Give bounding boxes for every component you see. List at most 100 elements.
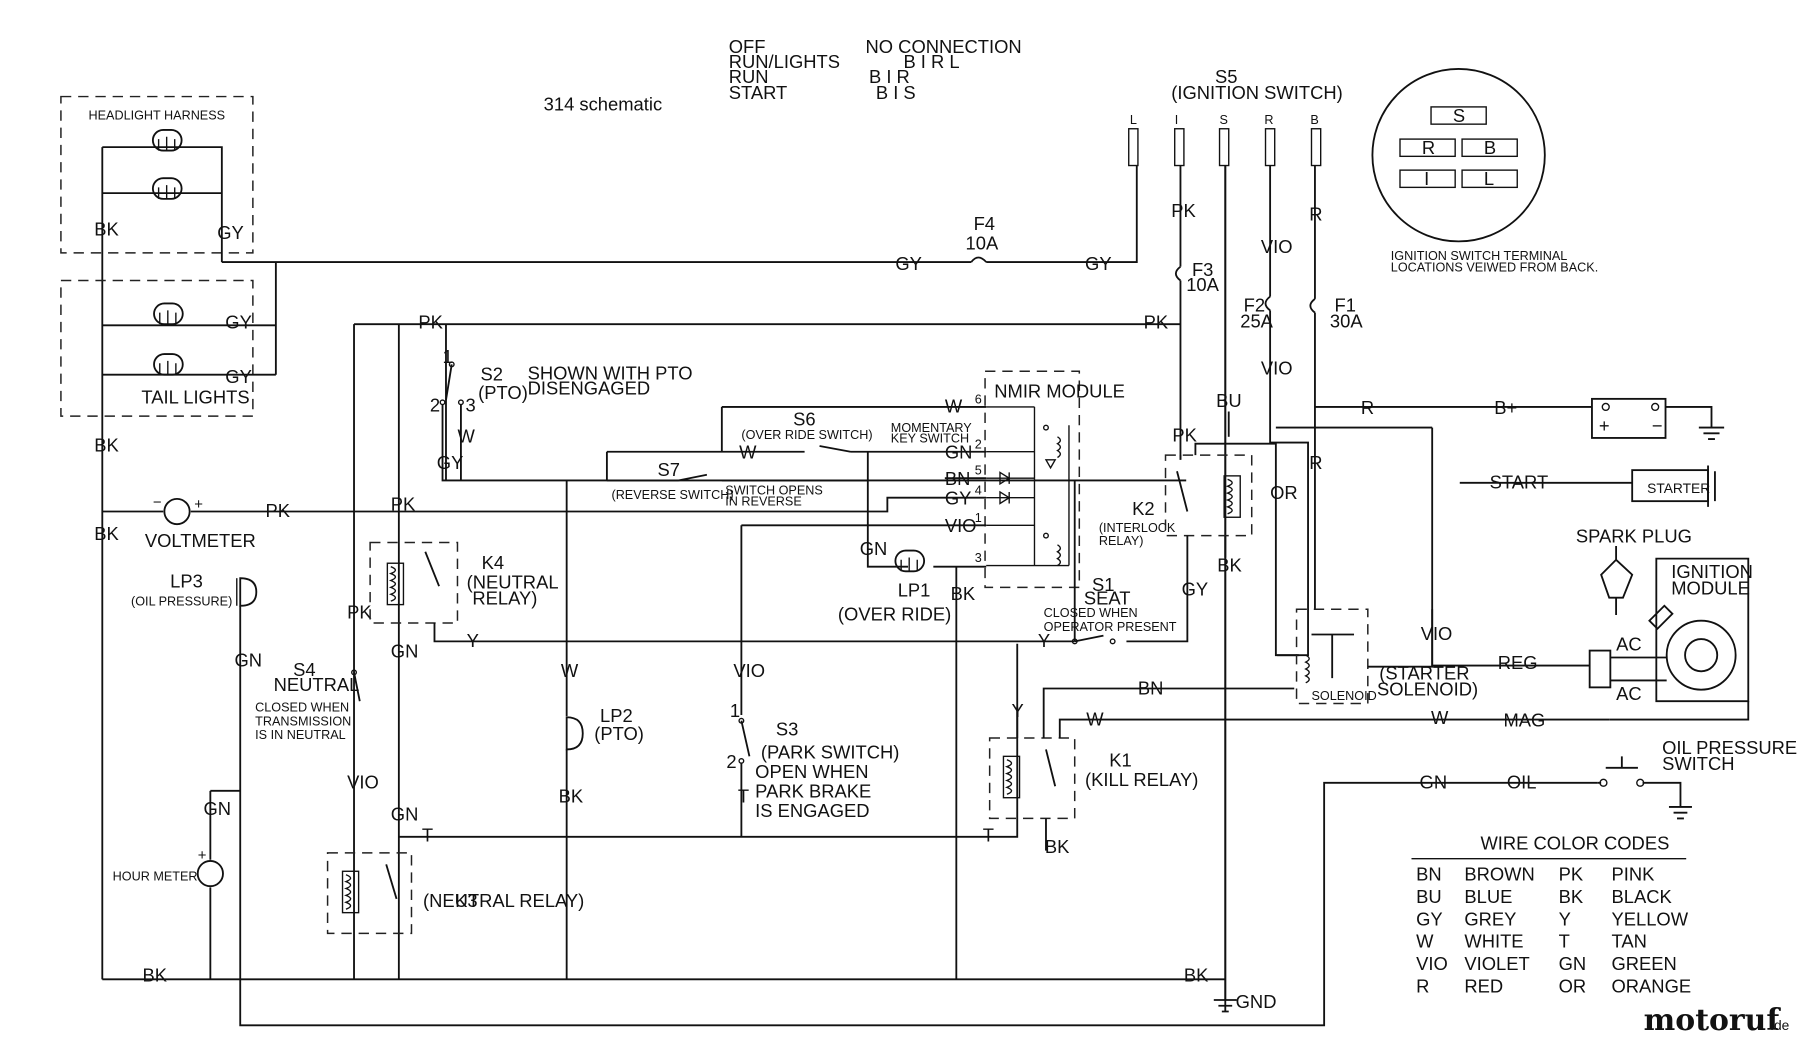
legend-code: BN — [1416, 863, 1442, 884]
headlight-harness-label: HEADLIGHT HARNESS — [89, 109, 226, 123]
s2-pto-switch: 1 2 3 S2 (PTO) SHOWN WITH PTO DISENGAGED… — [430, 346, 1187, 482]
back-b: B — [1484, 137, 1496, 158]
k1-bn-label: BN — [1138, 677, 1164, 698]
legend-color-name: ORANGE — [1611, 976, 1691, 997]
oil-gn-label: GN — [1420, 772, 1448, 793]
reg-label: REG — [1498, 652, 1538, 673]
gy-label-f4-left: GY — [895, 253, 922, 274]
legend-code: BU — [1416, 886, 1442, 907]
s2-w-label: W — [457, 426, 475, 447]
s4-note-1: CLOSED WHEN — [255, 701, 349, 715]
back-view-outline — [1371, 68, 1546, 243]
terminal-r-label: R — [1264, 113, 1273, 127]
back-i: I — [1424, 168, 1429, 189]
svg-text:−: − — [153, 494, 162, 511]
k1-name: (KILL RELAY) — [1085, 769, 1198, 790]
lp1-override-lamp: GN LP1 (OVER RIDE) — [838, 538, 951, 625]
nmir-pin-6: 6 — [975, 392, 982, 406]
oil-switch-1: OIL PRESSURE — [1662, 737, 1797, 758]
f1-rating: 30A — [1330, 311, 1363, 332]
b-r-label: R — [1309, 204, 1322, 225]
watermark-logo: motoruf .de — [1644, 1003, 1790, 1038]
f1-ref: F1 — [1334, 295, 1355, 316]
s4-name: NEUTRAL — [274, 674, 360, 695]
momentary-1: MOMENTARY — [891, 421, 972, 435]
headlight-harness-box — [60, 95, 254, 254]
starter: STARTER START — [1459, 465, 1716, 507]
s7-note-2: IN REVERSE — [725, 495, 801, 509]
oil-label: OIL — [1507, 772, 1537, 793]
k2-box — [1164, 454, 1253, 537]
start-label: START — [1490, 472, 1549, 493]
k4-box — [369, 541, 459, 624]
legend-code: Y — [1559, 908, 1571, 929]
nmir-gy-label: GY — [945, 488, 972, 509]
bk-label-left-2: BK — [94, 523, 119, 544]
ground-bk-label-left: BK — [143, 965, 168, 986]
hour-meter-gn-label: GN — [203, 798, 231, 819]
pk-bus — [353, 323, 1181, 980]
back-view-note-2: LOCATIONS VEIWED FROM BACK. — [1391, 260, 1598, 274]
battery: + − — [1591, 397, 1725, 441]
s6-w-label: W — [739, 442, 757, 463]
s1-note-2: OPERATOR PRESENT — [1044, 620, 1177, 634]
k3-ref: K3 — [455, 890, 477, 911]
legend-color-name: BLUE — [1464, 886, 1512, 907]
r-vio-label: VIO — [1261, 236, 1293, 257]
svg-text:2: 2 — [430, 395, 440, 416]
oil-pressure-switch: OIL PRESSURE SWITCH GN OIL — [1420, 737, 1797, 820]
headlamp-2 — [151, 177, 183, 200]
legend-code: BK — [1559, 886, 1584, 907]
nmir-pin-5: 5 — [975, 464, 982, 478]
legend-color-name: RED — [1464, 976, 1503, 997]
legend-code: GY — [1416, 908, 1443, 929]
legend-code: R — [1416, 976, 1429, 997]
tail-gy-label-2: GY — [225, 366, 252, 387]
legend-title: WIRE COLOR CODES — [1480, 832, 1669, 853]
k1-box — [988, 737, 1076, 820]
ground-bk-label-right: BK — [1184, 965, 1209, 986]
terminal-i-label: I — [1175, 113, 1179, 127]
fuse-f1 — [1309, 298, 1316, 314]
terminal-b-label: B — [1310, 113, 1318, 127]
solenoid-r-label: R — [1309, 452, 1322, 473]
svg-text:1: 1 — [443, 346, 453, 367]
momentary-2: KEY SWITCH — [891, 432, 969, 446]
lp1-wire — [866, 451, 987, 568]
lp2-w-label: W — [561, 660, 579, 681]
lp1-gn-label: GN — [860, 538, 888, 559]
nmir-title: NMIR MODULE — [994, 381, 1125, 402]
ignition-switch-back-view: S R B I L IGNITION SWITCH TERMINAL LOCAT… — [1371, 68, 1598, 274]
k2-name-2: RELAY) — [1099, 534, 1144, 548]
headlamp-1 — [151, 128, 183, 152]
k1-ref: K1 — [1109, 750, 1131, 771]
s2-note-2: DISENGAGED — [528, 377, 651, 398]
legend-color-name: GREEN — [1611, 953, 1676, 974]
legend-code: T — [1559, 931, 1570, 952]
svg-text:3: 3 — [466, 395, 476, 416]
terminal-i-pin — [1174, 128, 1185, 167]
lp3-ref: LP3 — [170, 570, 203, 591]
terminal-s-label: S — [1220, 113, 1228, 127]
position-off: OFF — [729, 36, 766, 57]
bu-label: BU — [1216, 390, 1242, 411]
k4-gn-label: GN — [391, 640, 419, 661]
connection-run: B I R — [869, 66, 910, 87]
or-label: OR — [1270, 482, 1298, 503]
nmir-pin-4: 4 — [975, 483, 982, 497]
position-run-lights: RUN/LIGHTS — [729, 51, 840, 72]
s3-park-switch: 1 2 VIO S3 (PARK SWITCH) OPEN WHEN PARK … — [726, 660, 899, 837]
f4-ref: F4 — [974, 213, 995, 234]
ac-label-1: AC — [1616, 634, 1642, 655]
k3-name: (NEUTRAL RELAY) — [423, 890, 584, 911]
k3-box — [326, 852, 413, 935]
f2-ref: F2 — [1244, 295, 1265, 316]
ignition-switch-s5: S5 (IGNITION SWITCH) L I S R B — [1128, 66, 1343, 167]
s4-neutral-switch: S4 NEUTRAL CLOSED WHEN TRANSMISSION IS I… — [255, 659, 379, 793]
mag-label: MAG — [1503, 709, 1545, 730]
legend-color-name: BLACK — [1611, 886, 1672, 907]
lp3-name: (OIL PRESSURE) — [131, 595, 232, 609]
s4-vio-label: VIO — [347, 772, 379, 793]
fuse-f2 — [1264, 295, 1271, 312]
